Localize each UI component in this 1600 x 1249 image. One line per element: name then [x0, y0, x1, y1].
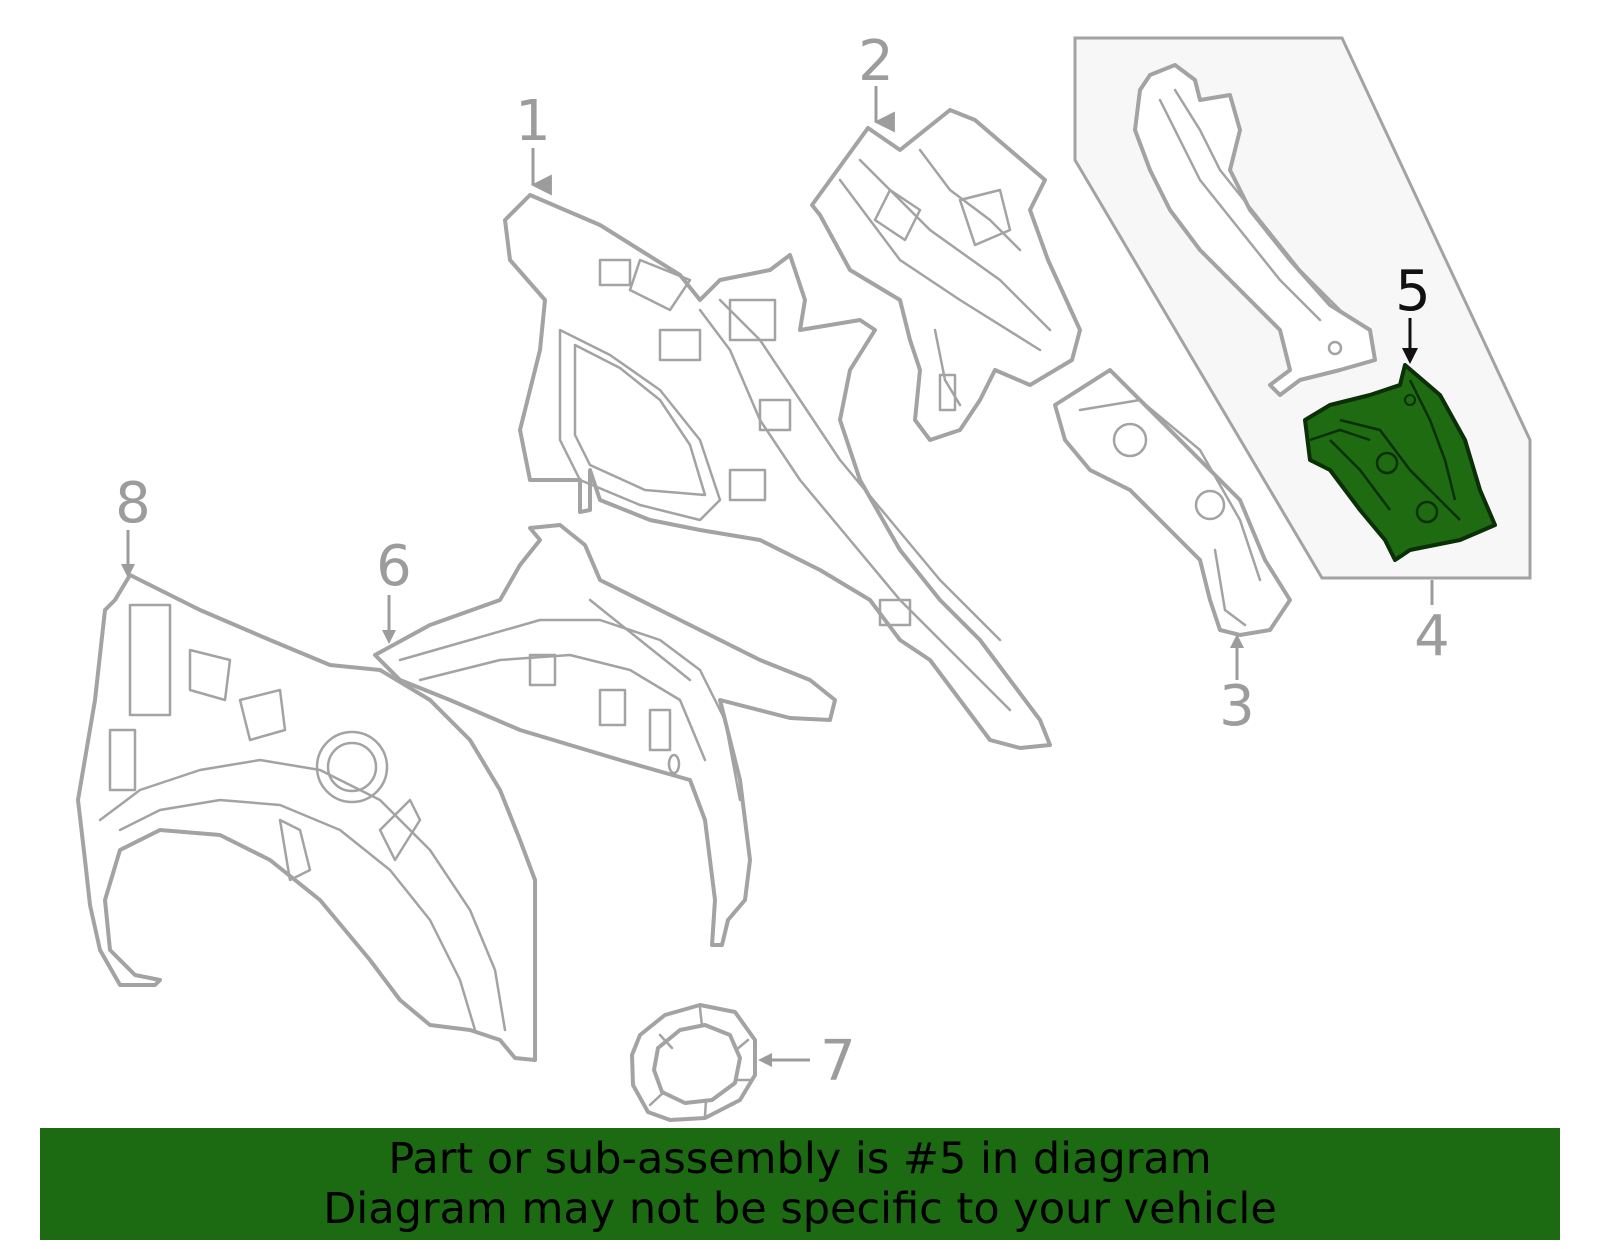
callout-8: 8 — [115, 471, 151, 536]
callout-3-arrowhead — [1230, 634, 1244, 648]
part-2[interactable] — [810, 108, 1082, 442]
callout-6-arrowhead — [382, 630, 396, 644]
banner-line-1: Part or sub-assembly is #5 in diagram — [388, 1134, 1212, 1184]
callout-5-arrowhead — [1402, 348, 1418, 364]
part-7[interactable] — [630, 1003, 757, 1122]
callout-6: 6 — [376, 534, 412, 599]
part-3[interactable] — [1053, 368, 1292, 637]
part-6[interactable] — [373, 523, 837, 947]
callout-7-arrowhead — [758, 1053, 772, 1067]
callout-4: 4 — [1414, 604, 1450, 669]
callout-1: 1 — [515, 89, 551, 154]
callout-3: 3 — [1219, 674, 1255, 739]
callout-5: 5 — [1395, 259, 1431, 324]
banner-line-2: Diagram may not be specific to your vehi… — [323, 1184, 1277, 1234]
part-4-pillar[interactable] — [1133, 63, 1377, 397]
info-banner: Part or sub-assembly is #5 in diagram Di… — [40, 1128, 1560, 1240]
part-8[interactable] — [76, 573, 537, 1062]
callout-8-arrowhead — [121, 564, 135, 578]
callout-2: 2 — [858, 29, 894, 94]
part-1[interactable] — [503, 193, 1052, 750]
callout-7: 7 — [820, 1029, 856, 1094]
part-5[interactable] — [1303, 363, 1497, 562]
